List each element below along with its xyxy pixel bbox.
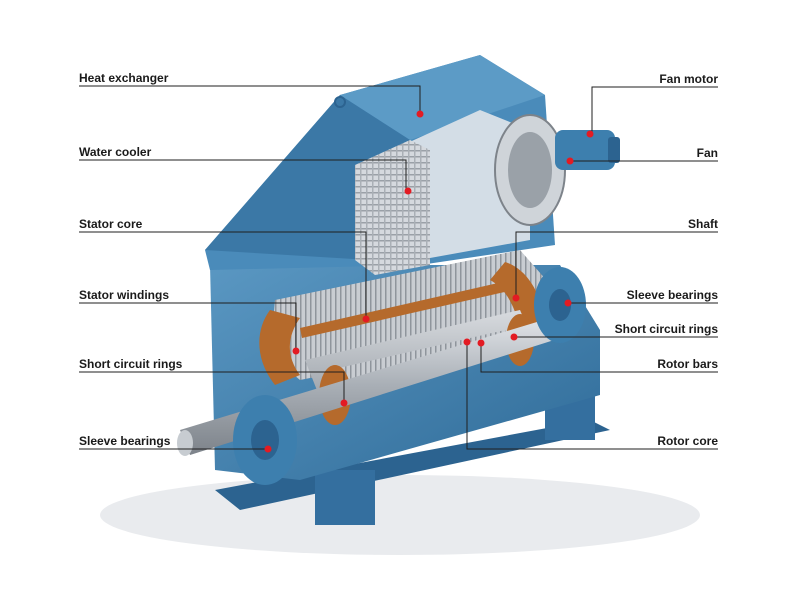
leader-heat-exchanger [79, 85, 421, 112]
label-heat-exchanger: Heat exchanger [79, 71, 169, 85]
label-fan-motor: Fan motor [659, 72, 718, 86]
marker-rotor-core [463, 338, 471, 346]
leader-lines [79, 85, 718, 450]
stator-winding-bar [300, 278, 522, 338]
leader-shaft [515, 231, 718, 296]
marker-short-circuit-rings-left [340, 399, 348, 407]
label-sleeve-bearings-left: Sleeve bearings [79, 434, 171, 448]
hood-top [340, 55, 545, 140]
fan-hub [508, 132, 552, 208]
marker-shaft [512, 294, 520, 302]
fan-motor-cap [608, 137, 620, 163]
marker-fan [566, 157, 574, 165]
leader-short-circuit-rings-left [79, 371, 345, 402]
label-rotor-bars: Rotor bars [657, 357, 718, 371]
label-water-cooler: Water cooler [79, 145, 152, 159]
marker-sleeve-bearings-right [564, 299, 572, 307]
fan-motor-body [555, 130, 615, 170]
marker-short-circuit-rings-right [510, 333, 518, 341]
sleeve-bearing-right-hub [549, 289, 571, 321]
leader-fan-motor [591, 86, 718, 132]
label-short-circuit-rings-right: Short circuit rings [614, 322, 718, 336]
leader-water-cooler [79, 159, 407, 190]
marker-sleeve-bearings-left [264, 445, 272, 453]
markers [264, 110, 594, 453]
leader-rotor-bars [480, 344, 718, 373]
lifting-eye [334, 96, 346, 108]
leader-stator-windings [79, 302, 297, 350]
marker-heat-exchanger [416, 110, 424, 118]
marker-water-cooler [404, 187, 412, 195]
label-sleeve-bearings-right: Sleeve bearings [626, 288, 718, 302]
base-frame [215, 420, 610, 510]
label-rotor-core: Rotor core [657, 434, 718, 448]
label-fan: Fan [696, 146, 718, 160]
label-shaft: Shaft [688, 217, 718, 231]
front-foot [315, 470, 375, 525]
water-cooler-fins [355, 140, 430, 275]
ground-shadow [100, 475, 700, 555]
stator-core-laminations [270, 250, 555, 380]
shaft-end [177, 430, 193, 456]
sleeve-bearing-left-hub [251, 420, 279, 460]
stator-winding-end-left [259, 310, 300, 385]
leader-stator-core [79, 231, 367, 318]
marker-stator-windings [292, 347, 300, 355]
label-stator-windings: Stator windings [79, 288, 169, 302]
marker-fan-motor [586, 130, 594, 138]
marker-stator-core [362, 315, 370, 323]
leader-rotor-core [466, 343, 718, 450]
label-short-circuit-rings-left: Short circuit rings [79, 357, 183, 371]
marker-rotor-bars [477, 339, 485, 347]
label-stator-core: Stator core [79, 217, 143, 231]
